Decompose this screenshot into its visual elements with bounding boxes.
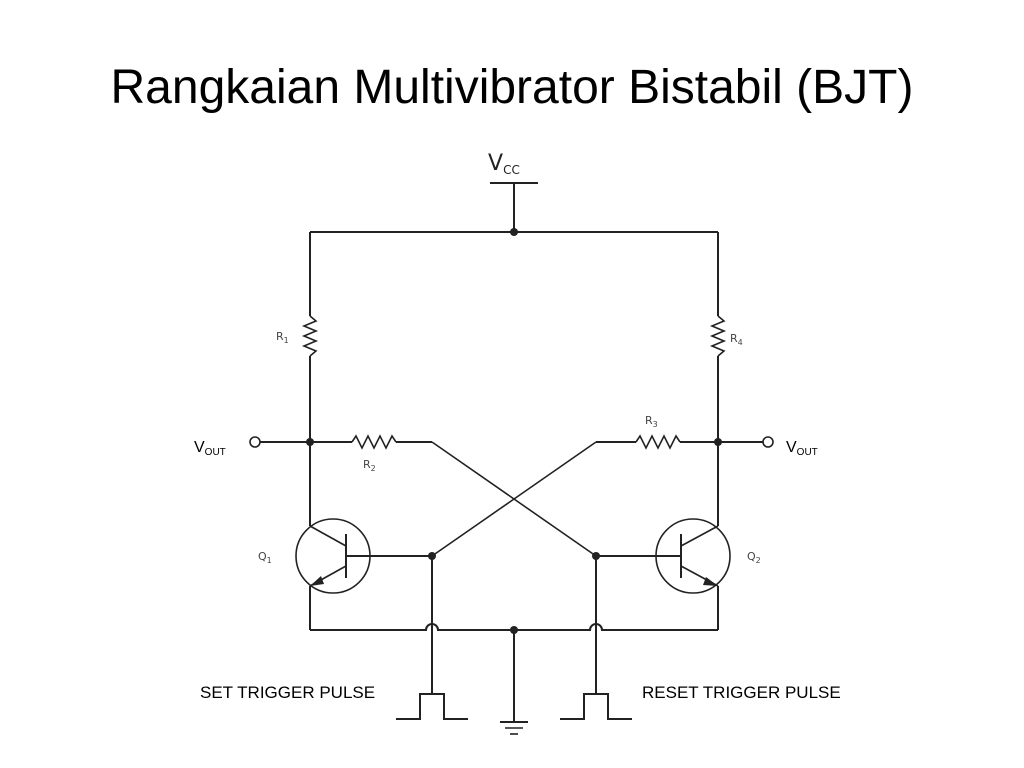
slide-title: Rangkaian Multivibrator Bistabil (BJT) [110, 61, 914, 114]
r4-label: R4 [730, 332, 743, 347]
right-output-terminal [762, 436, 774, 448]
q2-label: Q2 [747, 550, 761, 565]
vcc-supply: VCC [488, 151, 538, 232]
reset-pulse-waveform [560, 693, 632, 720]
r2-label: R2 [363, 458, 376, 473]
reset-trigger-label: RESET TRIGGER PULSE [642, 683, 841, 702]
cross-wire-r3-to-q1 [431, 441, 597, 557]
r3-resistor: R3 [596, 414, 718, 450]
left-vout-label: VOUT [194, 439, 226, 458]
q1-label: Q1 [258, 550, 272, 565]
r3-label: R3 [645, 414, 658, 429]
r4-resistor: R4 [709, 232, 743, 442]
ground-symbol [500, 630, 528, 735]
set-trigger-input [396, 556, 468, 720]
left-output-terminal [249, 436, 261, 448]
right-output: VOUT [714, 436, 818, 458]
r1-resistor: R1 [276, 232, 319, 442]
right-vout-label: VOUT [786, 439, 818, 458]
q2-transistor: Q2 [596, 442, 761, 630]
vcc-label: VCC [488, 151, 520, 177]
r1-label: R1 [276, 330, 289, 345]
reset-trigger-input [560, 556, 632, 720]
r2-resistor: R2 [310, 434, 432, 473]
set-pulse-waveform [396, 693, 468, 720]
q1-transistor: Q1 [258, 442, 432, 630]
top-rail-junction [510, 228, 518, 236]
set-trigger-label: SET TRIGGER PULSE [200, 683, 375, 702]
left-output: VOUT [194, 436, 314, 458]
